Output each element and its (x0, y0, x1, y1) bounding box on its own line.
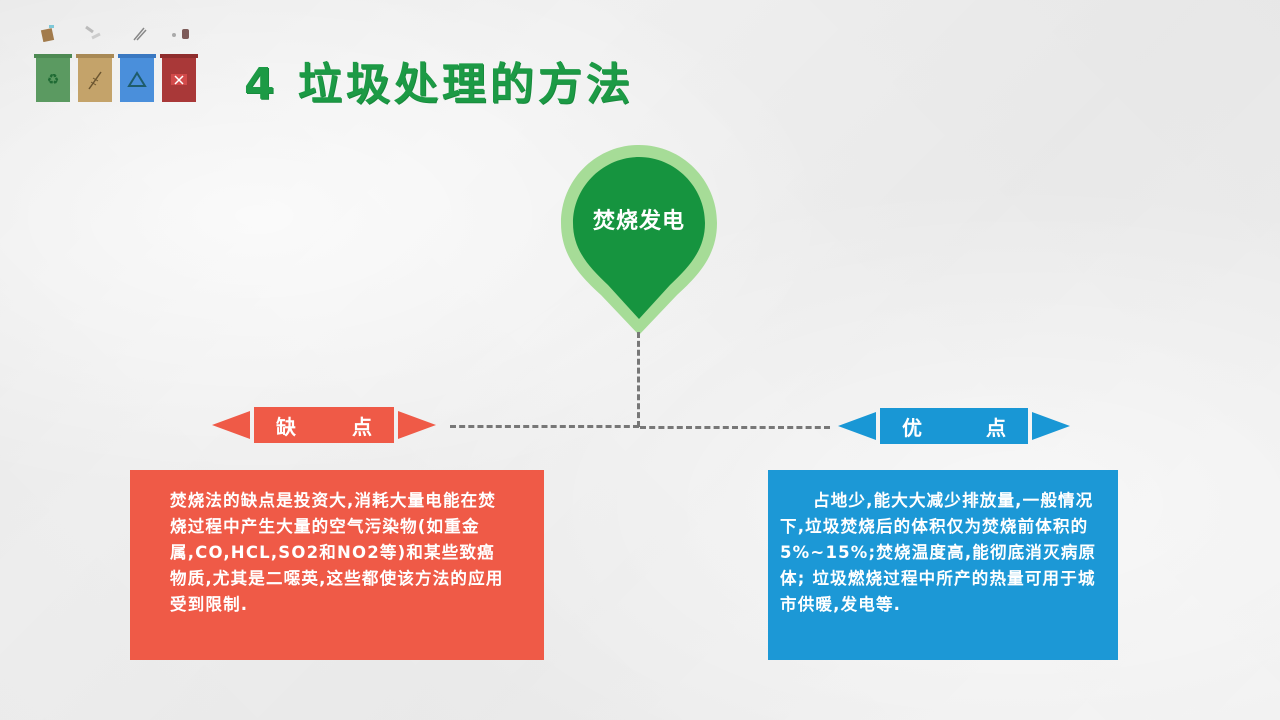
pros-box: 占地少,能大大减少排放量,一般情况下,垃圾焚烧后的体积仅为焚烧前体积的5%~15… (768, 470, 1118, 660)
pros-tag-char-1: 优 (902, 415, 922, 440)
cons-tag-char-1: 缺 (276, 414, 296, 439)
fishbone-icon (78, 58, 112, 102)
garbage-bins-decoration: ♻ (34, 24, 204, 106)
page-title: 4 垃圾处理的方法 (244, 59, 634, 110)
center-node-label: 焚烧发电 (592, 209, 685, 234)
pros-tag-label: 优 点 (880, 408, 1028, 444)
recyclable-bin: ♻ (34, 54, 72, 102)
arrow-left-icon (212, 411, 250, 439)
battery-trash-icon (130, 24, 147, 42)
hazardous-waste-bin (160, 54, 198, 102)
arrow-right-icon (1032, 412, 1070, 440)
hazard-cross-icon (162, 58, 196, 102)
pros-tag-char-2: 点 (986, 415, 1006, 440)
cons-tag: 缺 点 (212, 407, 436, 443)
connector-right (640, 426, 830, 429)
pros-text: 占地少,能大大减少排放量,一般情况下,垃圾焚烧后的体积仅为焚烧前体积的5%~15… (780, 491, 1097, 614)
pros-tag: 优 点 (838, 408, 1070, 444)
cons-box: 焚烧法的缺点是投资大,消耗大量电能在焚烧过程中产生大量的空气污染物(如重金属,C… (130, 470, 544, 660)
connector-left (450, 425, 639, 428)
connector-vertical (637, 332, 640, 427)
center-node-pin: 焚烧发电 (559, 143, 719, 338)
arrow-left-icon (838, 412, 876, 440)
bone-trash-icon (84, 24, 101, 42)
recycle-icon: ♻ (36, 58, 70, 102)
triangle-recycle-icon (120, 58, 154, 102)
paper-trash-icon (40, 24, 56, 43)
kitchen-waste-bin (76, 54, 114, 102)
map-pin-icon (561, 145, 717, 335)
medicine-trash-icon (170, 24, 189, 42)
other-waste-bin (118, 54, 156, 102)
cons-tag-char-2: 点 (352, 414, 372, 439)
cons-tag-label: 缺 点 (254, 407, 394, 443)
cons-text: 焚烧法的缺点是投资大,消耗大量电能在焚烧过程中产生大量的空气污染物(如重金属,C… (170, 491, 504, 614)
arrow-right-icon (398, 411, 436, 439)
